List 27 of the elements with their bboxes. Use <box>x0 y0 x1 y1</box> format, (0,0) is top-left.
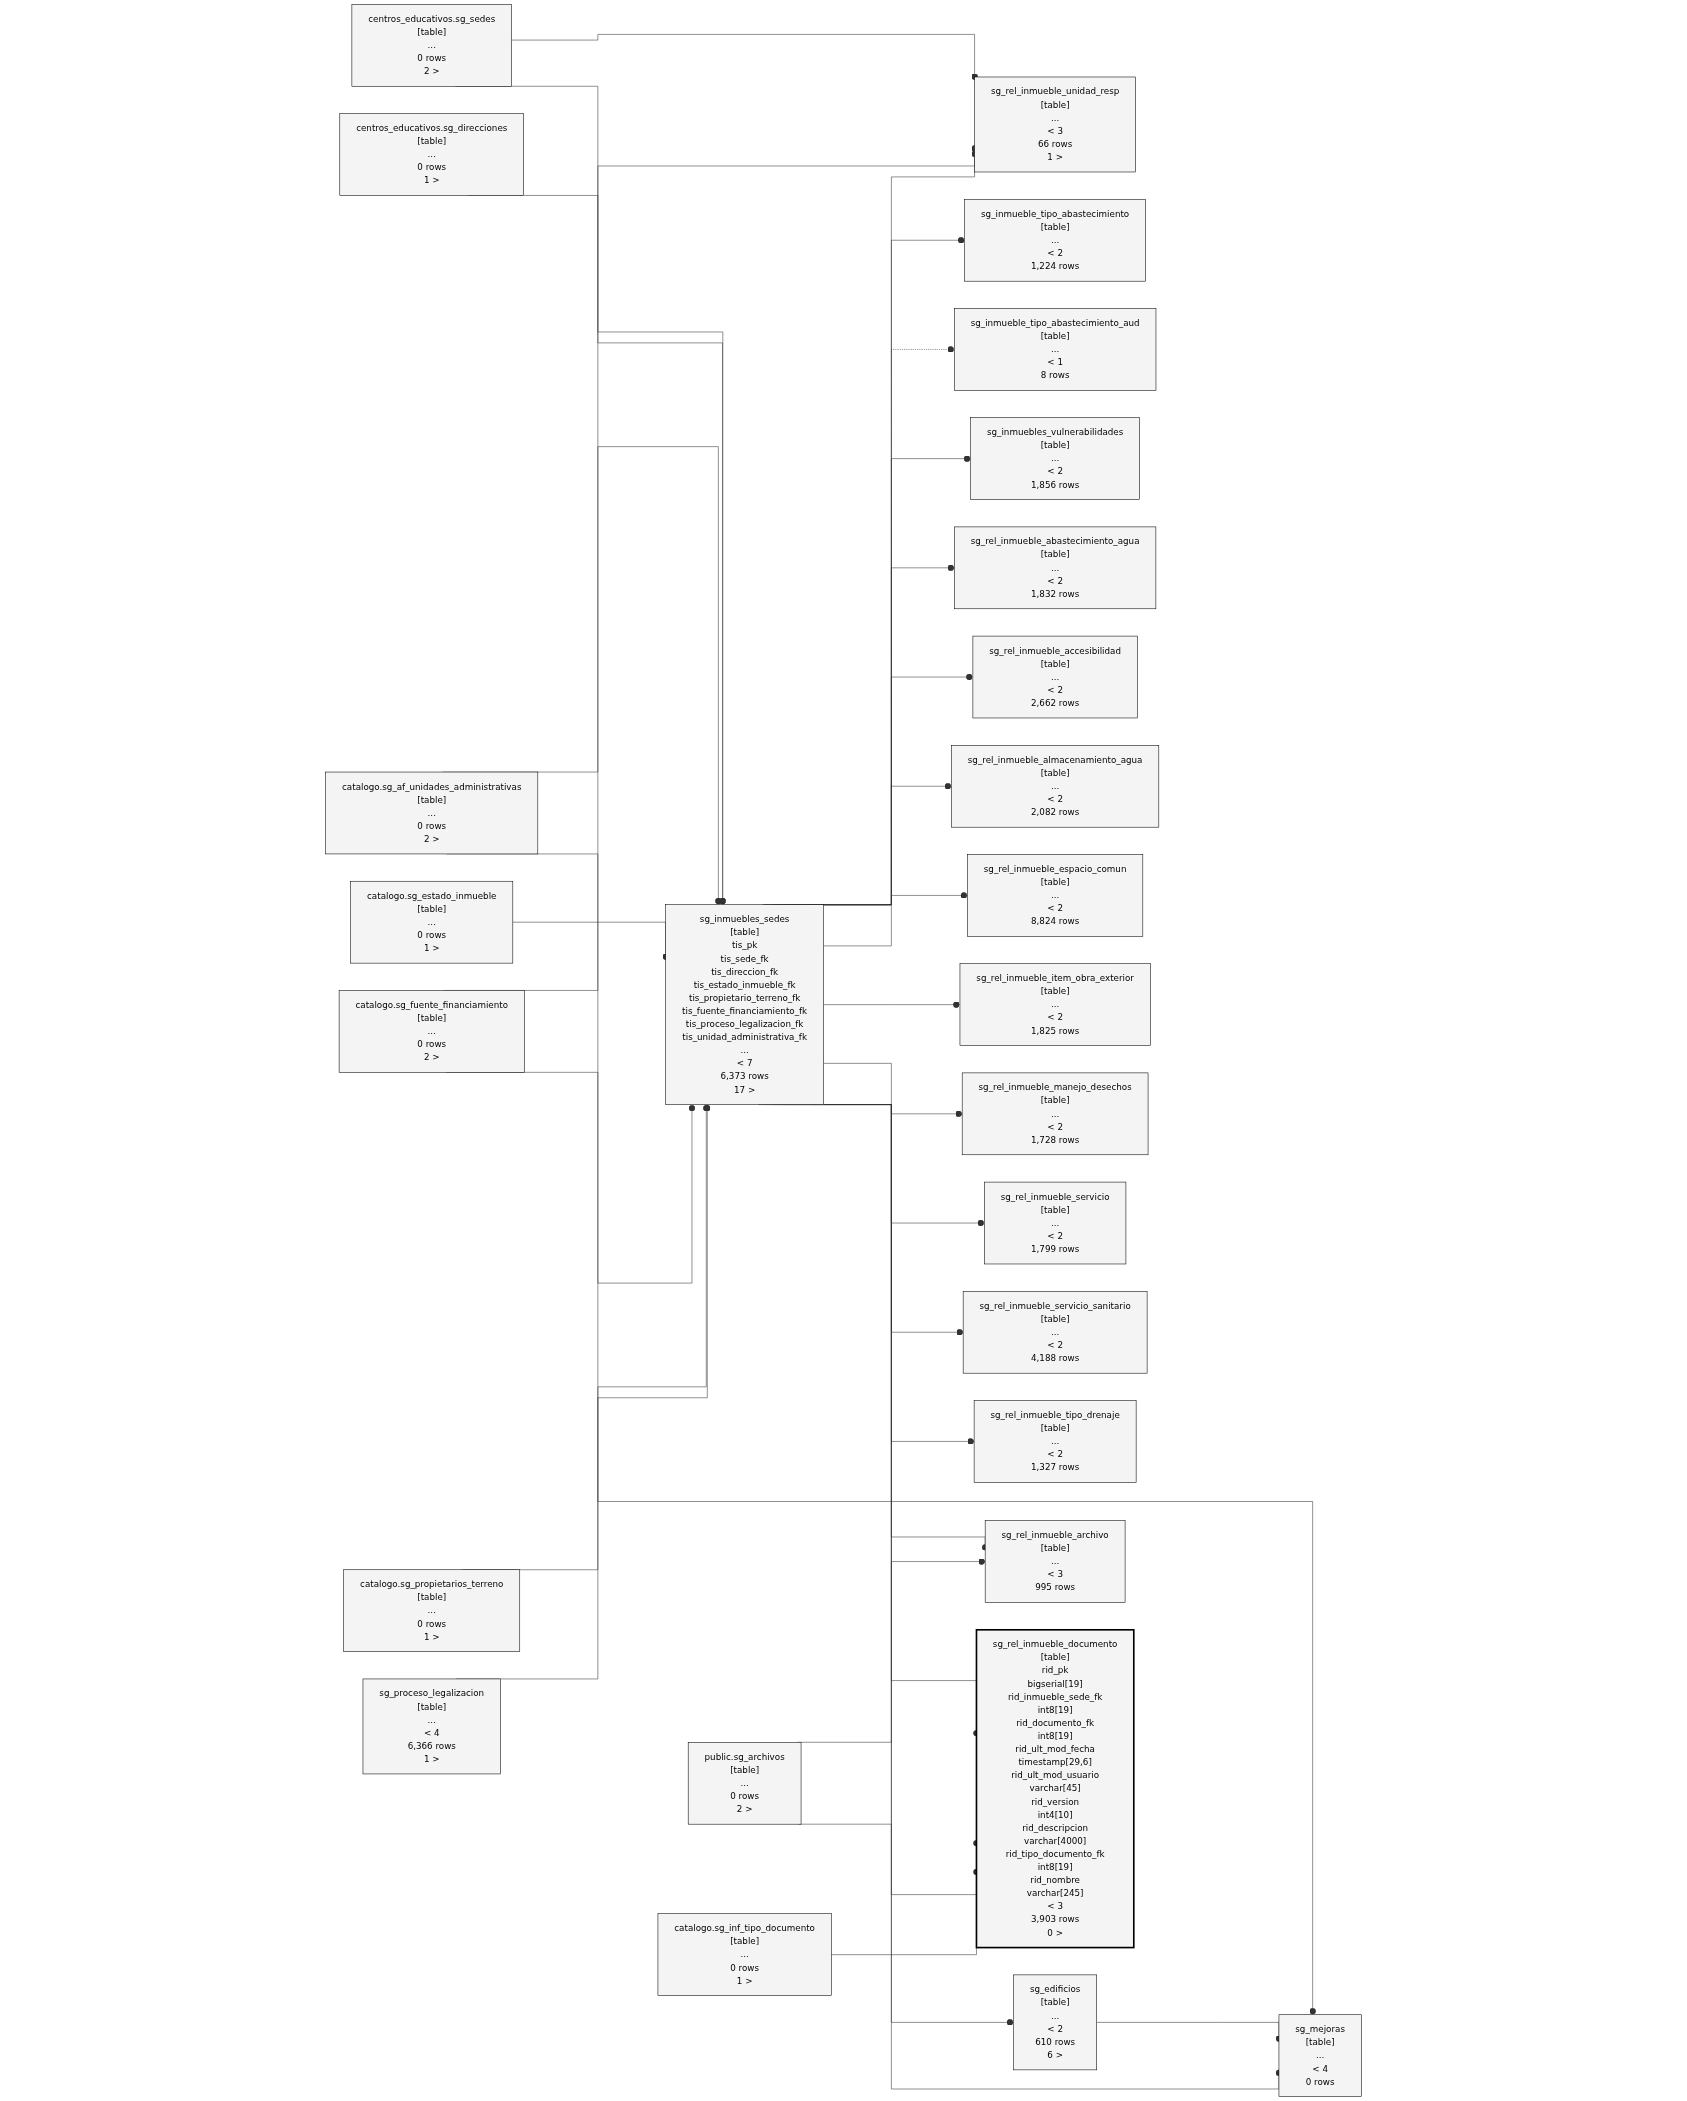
node-box: sg_rel_inmueble_servicio_sanitario [table] ... < 2 4,188 rows <box>962 1291 1148 1374</box>
node-box: public.sg_archivos [table] ... 0 rows 2 > <box>687 1742 802 1825</box>
node-box: sg_rel_inmueble_almacenamiento_agua [table] ... < 2 2,082 rows <box>951 745 1160 828</box>
node-box: sg_rel_inmueble_accesibilidad [table] ... < 2 2,662 rows <box>972 635 1138 719</box>
node-box: sg_rel_inmueble_espacio_comun [table] ... < 2 8,824 rows <box>967 854 1144 937</box>
node-box: sg_proceso_legalizacion [table] ... < 4 6,366 rows 1 > <box>362 1678 501 1775</box>
node-box: sg_rel_inmueble_servicio [table] ... < 2 1,799 rows <box>984 1181 1127 1265</box>
node-box: sg_rel_inmueble_tipo_drenaje [table] ... < 2 1,327 rows <box>973 1400 1137 1483</box>
node-box: sg_rel_inmueble_item_obra_exterior [table] ... < 2 1,825 rows <box>959 963 1151 1046</box>
node-box: sg_inmueble_tipo_abastecimiento [table] ... < 2 1,224 rows <box>964 199 1146 282</box>
node-box: catalogo.sg_inf_tipo_documento [table] ... 0 rows 1 > <box>657 1913 832 1996</box>
node-box: sg_inmuebles_vulnerabilidades [table] ... < 2 1,856 rows <box>970 417 1140 500</box>
node-box: sg_rel_inmueble_abastecimiento_agua [table] ... < 2 1,832 rows <box>954 526 1157 610</box>
node-box: sg_rel_inmueble_unidad_resp [table] ... < 3 66 rows 1 > <box>974 76 1136 173</box>
node-box: sg_rel_inmueble_archivo [table] ... < 3 995 rows <box>984 1520 1126 1603</box>
node-box: sg_inmuebles_sedes [table] tis_pk tis_sede_fk tis_direccion_fk tis_estado_inmueble_fk tis_propietario_terreno_fk tis_fuente_financiamiento_fk tis_proceso_legalizacion_fk tis_unidad_administrativa_fk ... < 7 6,373 rows 17 > <box>665 904 824 1105</box>
node-box: sg_rel_inmueble_documento [table] rid_pk bigserial[19] rid_inmueble_sede_fk int8[19] rid_documento_fk int8[19] rid_ult_mod_fecha timestamp[29,6] rid_ult_mod_usuario varchar[45] rid_version int4[10] rid_descripcion varchar[4000] rid_tipo_documento_fk int8[19] rid_nombre varchar[245] < 3 3,903 rows 0 > <box>975 1629 1135 1949</box>
node-box: sg_inmueble_tipo_abastecimiento_aud [table] ... < 1 8 rows <box>954 308 1157 391</box>
node-box: catalogo.sg_estado_inmueble [table] ... 0 rows 1 > <box>350 880 514 964</box>
node-box: catalogo.sg_propietarios_terreno [table] ... 0 rows 1 > <box>343 1569 521 1652</box>
node-box: catalogo.sg_af_unidades_administrativas [table] ... 0 rows 2 > <box>325 771 539 855</box>
node-box: sg_rel_inmueble_manejo_desechos [table] ... < 2 1,728 rows <box>961 1072 1149 1156</box>
node-box: sg_mejoras [table] ... < 4 0 rows <box>1278 2014 1362 2097</box>
node-box: centros_educativos.sg_direcciones [table] ... 0 rows 1 > <box>339 113 524 196</box>
node-box: sg_edificios [table] ... < 2 610 rows 6 > <box>1013 1974 1097 2071</box>
node-box: centros_educativos.sg_sedes [table] ... 0 rows 2 > <box>351 4 512 87</box>
node-box: catalogo.sg_fuente_financiamiento [table] ... 0 rows 2 > <box>338 990 525 1073</box>
